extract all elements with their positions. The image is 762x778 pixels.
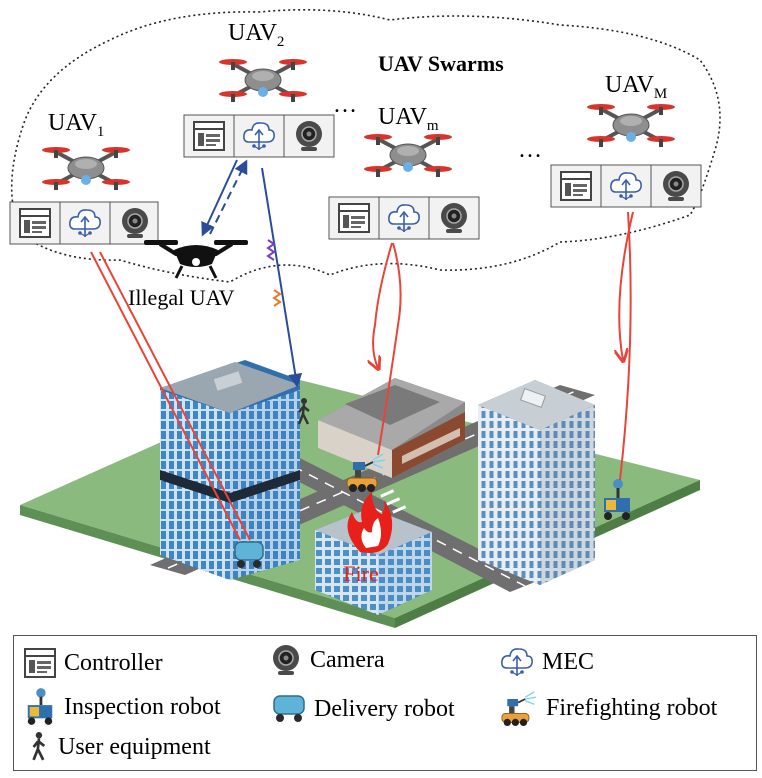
- building-fire: [315, 508, 432, 615]
- legend-user-equipment-label: User equipment: [58, 733, 211, 760]
- legend-controller-label: Controller: [64, 649, 163, 676]
- fire-label: Fire: [343, 561, 378, 586]
- legend: Controller Camera MEC Inspection robot D…: [13, 635, 757, 771]
- illegal-uav-label: Illegal UAV: [128, 285, 235, 310]
- legend-camera-label: Camera: [310, 646, 385, 673]
- legend-mec: MEC: [500, 646, 594, 678]
- delivery-robot: [234, 541, 264, 568]
- uav-1-label: UAV1: [48, 110, 104, 140]
- inspection-robot-icon: [27, 688, 53, 725]
- legend-inspection-robot: Inspection robot: [24, 688, 221, 726]
- link-uavm-firefighting: [373, 242, 402, 456]
- user-equipment: [297, 398, 310, 425]
- link-uav1-delivery: [90, 251, 251, 541]
- illegal-uav-drone: [144, 240, 248, 279]
- uav-2-drone: [217, 57, 309, 104]
- uav-m-drone: [362, 132, 454, 179]
- controller-icon: [560, 171, 592, 201]
- controller-icon: [338, 203, 370, 233]
- building-tower-left: [160, 360, 300, 580]
- swarm-title: UAV Swarms: [378, 51, 504, 76]
- inspection-robot: [604, 479, 630, 520]
- legend-controller: Controller: [24, 648, 163, 678]
- legend-delivery-robot: Delivery robot: [272, 694, 455, 724]
- legend-mec-label: MEC: [542, 648, 595, 675]
- delivery-robot-icon: [273, 695, 305, 722]
- controller-icon: [24, 648, 56, 678]
- legend-delivery-robot-label: Delivery robot: [314, 695, 455, 722]
- uav-1-drone: [40, 145, 132, 192]
- firefighting-robot: [346, 453, 386, 492]
- uav-2-label: UAV2: [228, 20, 284, 50]
- fire-icon: [347, 492, 393, 553]
- uav-1-capabilities: [9, 201, 159, 245]
- legend-firefighting-robot: Firefighting robot: [500, 690, 717, 726]
- controller-icon: [19, 208, 51, 238]
- firefighting-robot-icon: [501, 691, 537, 726]
- uav-M-capabilities: [550, 164, 702, 208]
- legend-user-equipment: User equipment: [30, 732, 211, 762]
- uav-m-label: UAVm: [378, 104, 439, 134]
- swarm-cloud: [10, 8, 721, 283]
- building-tower-right: [478, 380, 595, 585]
- ellipsis-2: …: [518, 137, 542, 163]
- uav-M-label: UAVM: [605, 72, 667, 102]
- uav-m-capabilities: [328, 196, 480, 240]
- camera-icon: [272, 644, 300, 676]
- mec-icon: [501, 648, 533, 677]
- uav-M-drone: [585, 102, 677, 149]
- uav-2-capabilities: [183, 114, 335, 158]
- link-uav2-user: [261, 167, 303, 388]
- legend-inspection-robot-label: Inspection robot: [64, 693, 221, 720]
- jamming-signal-icon: [266, 239, 282, 307]
- user-equipment-icon: [32, 732, 46, 761]
- city-scene: Fire UAV Swarms UAV1 UAV2 UAVm UAVM … …: [9, 8, 721, 628]
- controller-icon: [193, 121, 225, 151]
- ellipsis-1: …: [333, 92, 357, 118]
- link-uavM-inspection: [619, 211, 634, 481]
- legend-firefighting-robot-label: Firefighting robot: [546, 694, 718, 721]
- building-low-rise: [318, 378, 465, 478]
- legend-camera: Camera: [270, 644, 385, 676]
- link-uav2-illegal: [201, 159, 248, 237]
